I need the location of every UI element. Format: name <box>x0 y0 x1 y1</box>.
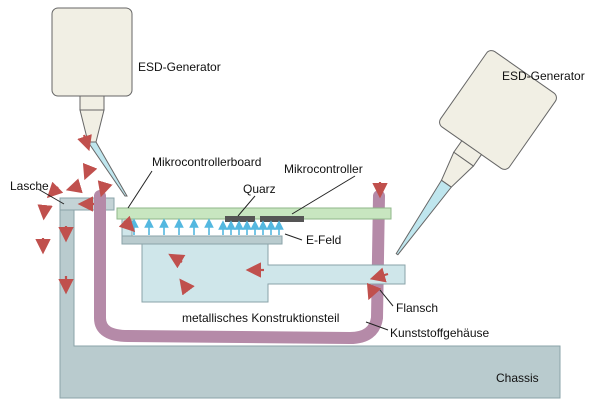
e-field-arrows <box>129 218 284 235</box>
label-tab: Lasche <box>10 179 49 193</box>
label-esd-generator-left: ESD-Generator <box>138 60 221 74</box>
microcontroller-chip <box>260 216 304 222</box>
leader-lines <box>37 170 394 331</box>
esd-generator-right <box>395 50 557 256</box>
label-quartz: Quarz <box>243 182 276 196</box>
esd-generator-left <box>51 7 133 197</box>
label-metal-part: metallisches Konstruktionsteil <box>182 311 339 325</box>
label-esd-generator-right: ESD-Generator <box>502 69 585 83</box>
label-microcontroller-board: Mikrocontrollerboard <box>152 155 261 169</box>
label-flange: Flansch <box>396 301 438 315</box>
label-chassis: Chassis <box>496 371 539 385</box>
label-microcontroller: Mikrocontroller <box>284 162 363 176</box>
quartz-chip <box>225 216 255 222</box>
chassis <box>59 197 561 399</box>
label-e-field: E-Feld <box>306 233 341 247</box>
plastic-housing <box>94 190 385 344</box>
current-arrows <box>35 134 389 301</box>
label-plastic-housing: Kunststoffgehäuse <box>390 326 490 340</box>
metal-top-plate <box>121 235 283 245</box>
